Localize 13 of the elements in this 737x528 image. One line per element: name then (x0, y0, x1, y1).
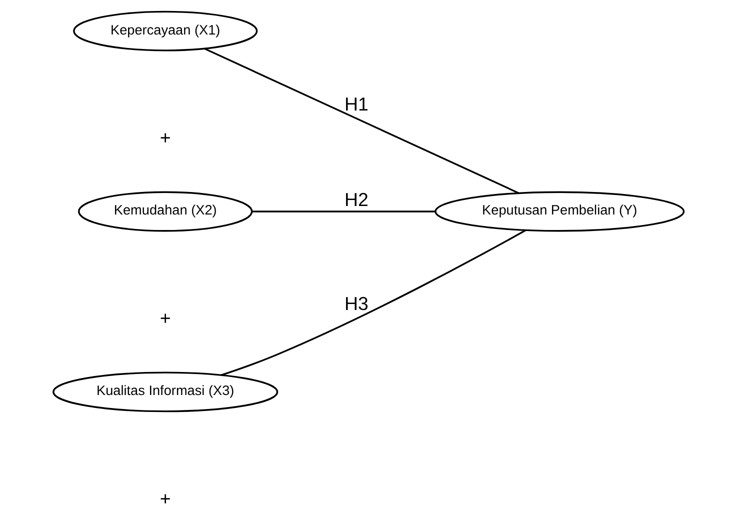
edge-label: H3 (344, 292, 368, 314)
connector (252, 210, 436, 212)
label: + (160, 488, 171, 509)
edge-label: H1 (344, 94, 368, 115)
label: + (160, 307, 171, 328)
node-ellipse: Kepercayaan (X1) (73, 10, 258, 52)
node-ellipse: Keputusan Pembelian (Y) (434, 191, 685, 232)
node-ellipse: Kualitas Informasi (X3) (52, 372, 278, 412)
connector (220, 230, 526, 376)
node-ellipse: Kemudahan (X2) (78, 191, 253, 232)
label: + (160, 126, 171, 148)
edge-label: H2 (344, 189, 368, 210)
connector (204, 48, 520, 194)
